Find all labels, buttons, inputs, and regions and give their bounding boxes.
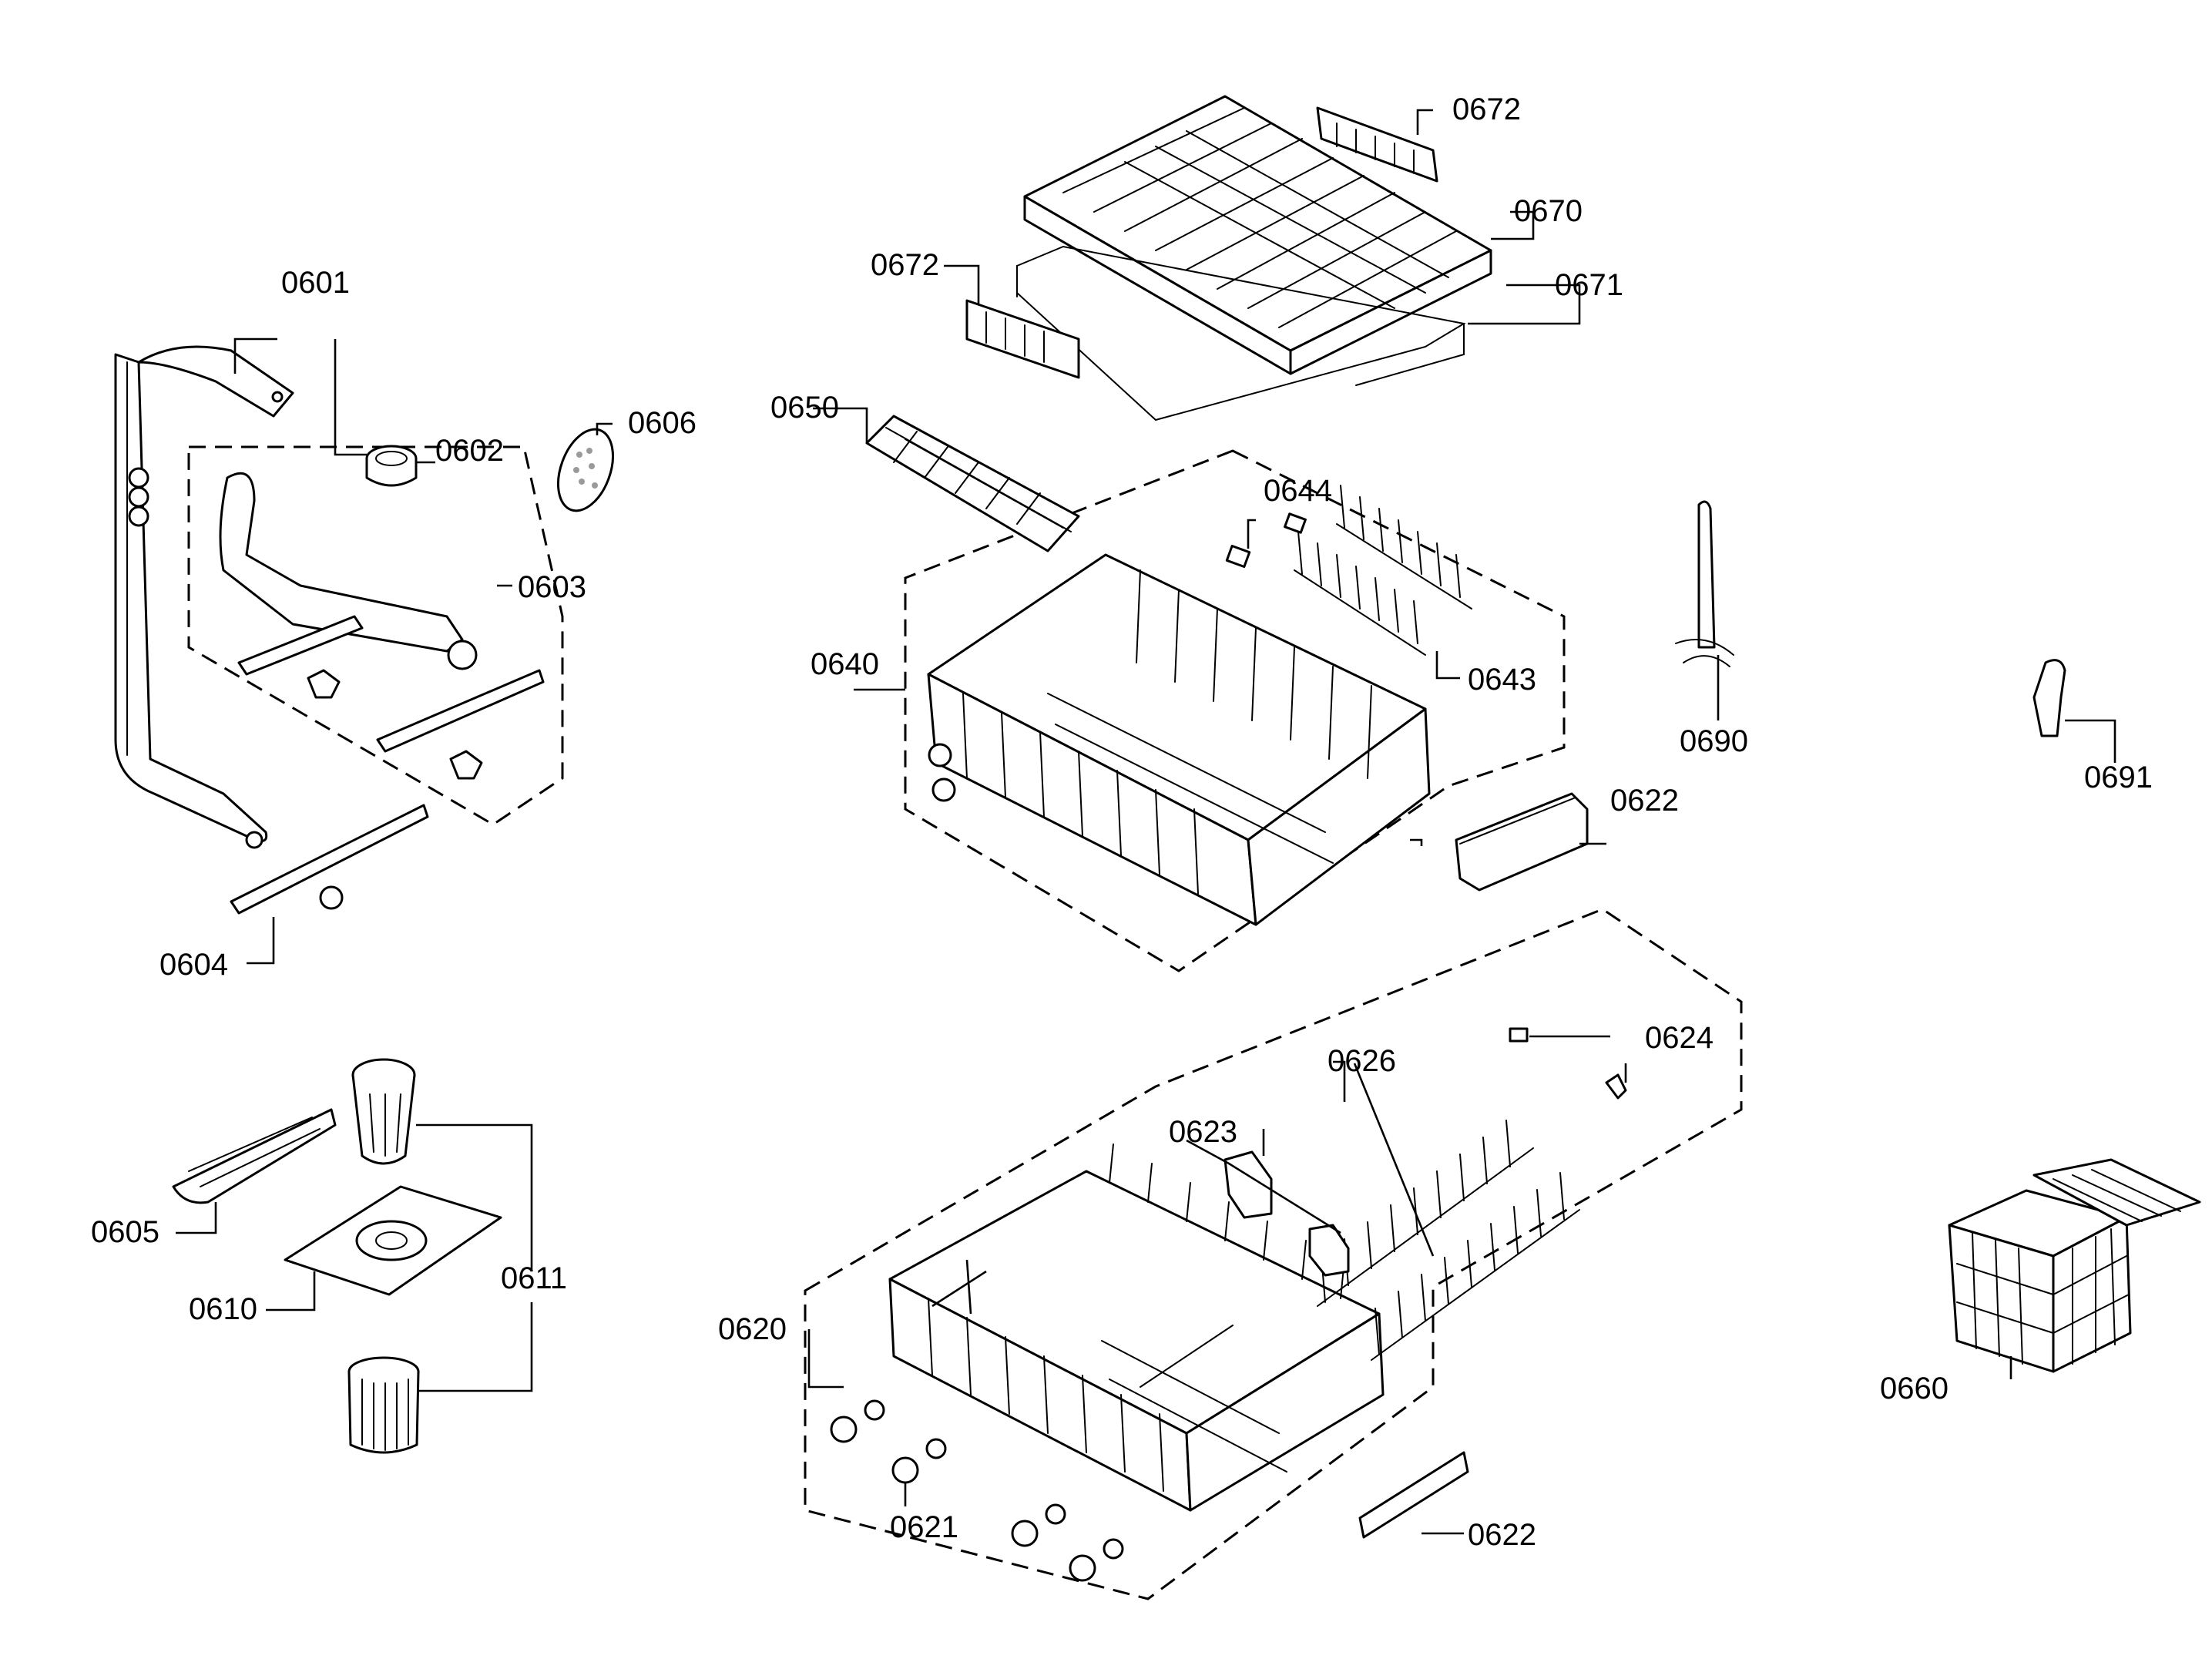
label-0622-lower: 0622 bbox=[1468, 1518, 1536, 1552]
clip-0691 bbox=[2032, 659, 2066, 737]
rack-insert-0650 bbox=[865, 415, 1080, 552]
label-0604: 0604 bbox=[159, 948, 228, 982]
part-labels: 0601 0602 0603 0604 0605 0606 0610 0611 … bbox=[91, 92, 2153, 1552]
label-0601: 0601 bbox=[281, 266, 350, 300]
label-0690: 0690 bbox=[1680, 724, 1748, 758]
leader-lines bbox=[176, 109, 2116, 1535]
label-0602: 0602 bbox=[435, 434, 504, 468]
label-0670: 0670 bbox=[1514, 194, 1583, 228]
label-0626: 0626 bbox=[1328, 1044, 1396, 1078]
rollers-0621 bbox=[830, 1399, 1124, 1582]
label-0672-left: 0672 bbox=[871, 248, 939, 282]
label-0622-upper: 0622 bbox=[1610, 784, 1679, 818]
label-0623: 0623 bbox=[1169, 1115, 1237, 1149]
label-0605: 0605 bbox=[91, 1215, 159, 1249]
label-0611: 0611 bbox=[501, 1261, 567, 1295]
strainer-disc-0606 bbox=[557, 428, 614, 512]
upper-rack-0640 bbox=[927, 553, 1431, 926]
supply-pipe-0601 bbox=[114, 345, 294, 849]
label-0671: 0671 bbox=[1555, 268, 1623, 302]
label-0650: 0650 bbox=[770, 391, 839, 425]
spray-arm-group-outline bbox=[187, 445, 564, 826]
label-0621: 0621 bbox=[890, 1510, 958, 1544]
label-0660: 0660 bbox=[1880, 1372, 1949, 1405]
label-0644: 0644 bbox=[1264, 474, 1332, 508]
handle-0622-upper bbox=[1455, 792, 1589, 892]
spray-arm-0604 bbox=[230, 804, 429, 915]
rod-0690 bbox=[1675, 500, 1734, 667]
cover-0605 bbox=[172, 1108, 337, 1204]
side-clip-0672-top bbox=[1316, 106, 1438, 183]
connector-0602 bbox=[365, 445, 418, 487]
side-clip-0672-left bbox=[965, 299, 1080, 379]
lower-rack-0620 bbox=[888, 1144, 1385, 1512]
label-0624: 0624 bbox=[1645, 1021, 1714, 1055]
microfilter-plate-0610 bbox=[284, 1185, 502, 1296]
filter-0611 bbox=[347, 1058, 420, 1454]
cutlery-tray-0670 bbox=[1023, 95, 1492, 375]
label-0603: 0603 bbox=[518, 570, 586, 604]
label-0606: 0606 bbox=[628, 406, 696, 440]
tine-row-0643 bbox=[1294, 485, 1472, 656]
label-0610: 0610 bbox=[189, 1292, 257, 1326]
label-0691: 0691 bbox=[2084, 761, 2153, 794]
label-0640: 0640 bbox=[811, 647, 879, 681]
handle-0622-lower bbox=[1358, 1451, 1469, 1539]
label-0620: 0620 bbox=[718, 1312, 787, 1346]
tray-frame-0671 bbox=[1016, 245, 1466, 421]
cutlery-basket-0660 bbox=[1948, 1158, 2201, 1373]
label-0672-top: 0672 bbox=[1452, 92, 1521, 126]
clip-0644 bbox=[1225, 512, 1307, 569]
spray-arm-assembly-0603 bbox=[219, 472, 545, 780]
label-0643: 0643 bbox=[1468, 663, 1536, 697]
lower-rack-group-outline bbox=[804, 908, 1743, 1600]
clips-0624 bbox=[1509, 1027, 1627, 1100]
